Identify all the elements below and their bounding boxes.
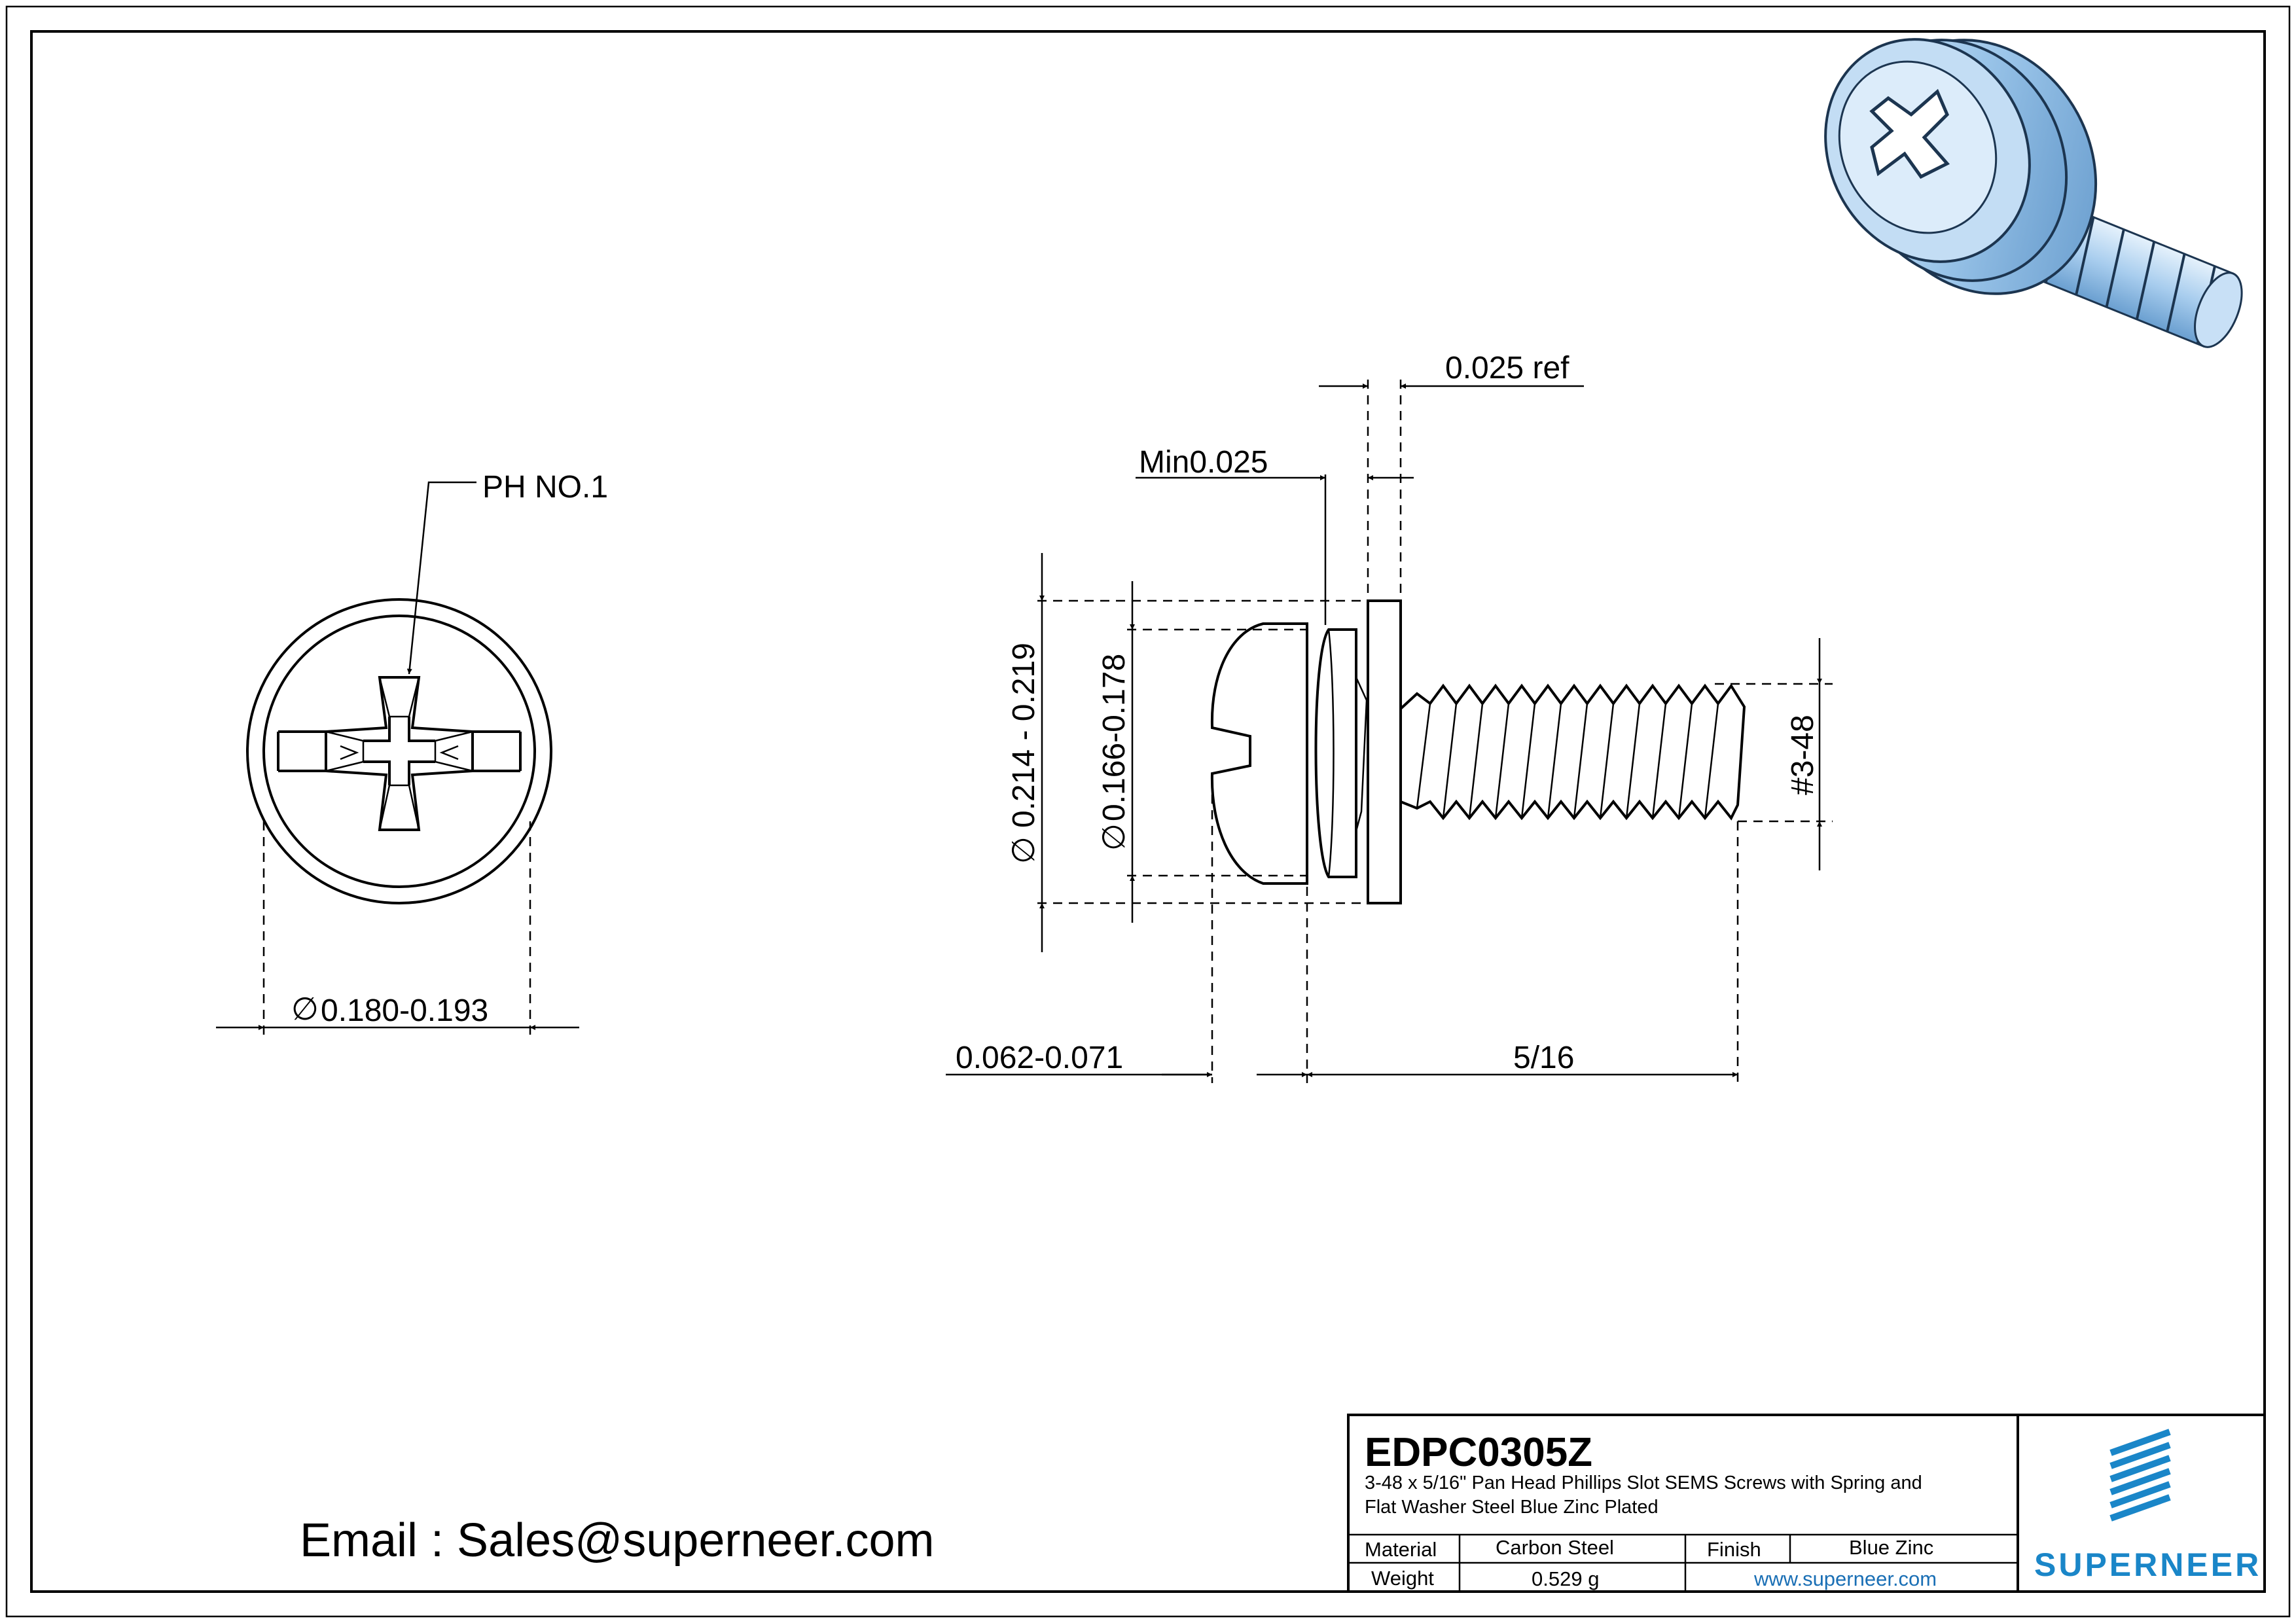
- contact-email: Email : Sales@superneer.com: [300, 1514, 935, 1567]
- diameter-symbol-end: ∅: [291, 992, 319, 1027]
- length-dimension: 5/16: [1513, 1041, 1574, 1075]
- finish-label: Finish: [1707, 1538, 1761, 1561]
- description-line-1: 3-48 x 5/16" Pan Head Phillips Slot SEMS…: [1365, 1472, 1922, 1493]
- sheet-border: [5, 5, 2291, 1618]
- head-height-dimension: 0.062-0.071: [956, 1041, 1123, 1075]
- washer-diameter-dimension: 0.214 - 0.219: [1007, 643, 1041, 828]
- spring-min-dimension: Min0.025: [1139, 445, 1268, 480]
- material-value: Carbon Steel: [1496, 1536, 1614, 1559]
- head-diameter-dimension: 0.180-0.193: [321, 993, 488, 1028]
- thread-size-dimension: #3-48: [1785, 715, 1820, 795]
- drive-label: PH NO.1: [482, 470, 608, 505]
- phillips-recess: [277, 676, 522, 831]
- material-label: Material: [1365, 1538, 1437, 1561]
- website-link[interactable]: www.superneer.com: [1753, 1567, 1937, 1590]
- spring-diameter-dimension: 0.166-0.178: [1097, 654, 1132, 821]
- title-block: [1347, 1414, 2266, 1593]
- description-line-2: Flat Washer Steel Blue Zinc Plated: [1365, 1497, 1659, 1518]
- weight-label: Weight: [1371, 1567, 1434, 1590]
- brand-name: SUPERNEER: [2034, 1546, 2261, 1583]
- finish-value: Blue Zinc: [1849, 1536, 1933, 1559]
- washer-thickness-dimension: 0.025 ref: [1445, 351, 1570, 385]
- superneer-logo-icon: [2109, 1429, 2171, 1522]
- diameter-symbol-spring: ∅: [1097, 823, 1132, 851]
- part-number: EDPC0305Z: [1365, 1430, 1592, 1475]
- side-view: [946, 380, 1833, 1083]
- diameter-symbol-washer: ∅: [1007, 836, 1041, 864]
- end-view: [216, 481, 579, 1037]
- screw-3d-render: [1824, 38, 2243, 348]
- weight-value: 0.529 g: [1532, 1567, 1599, 1590]
